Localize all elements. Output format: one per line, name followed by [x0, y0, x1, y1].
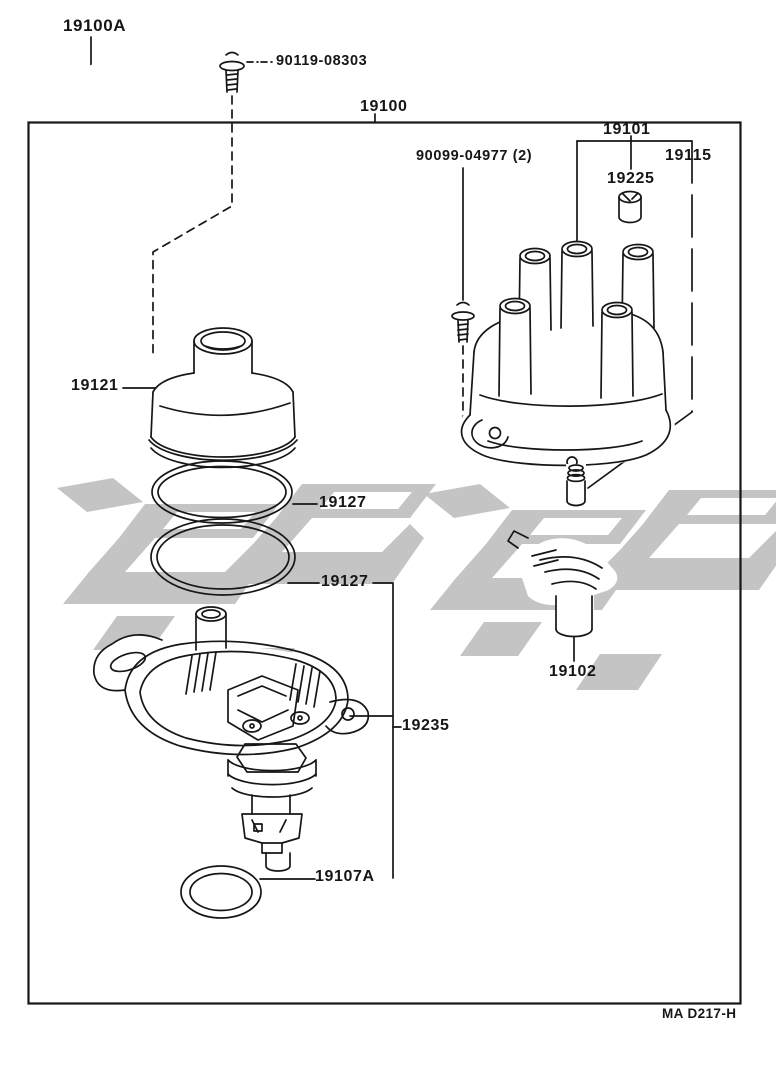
carbon-point-part	[618, 190, 642, 224]
callout-assembly: 19100	[360, 98, 408, 115]
callout-rotor: 19102	[549, 663, 597, 680]
bolt-icon	[219, 51, 273, 93]
figure-code: MA D217-H	[662, 1006, 737, 1021]
callout-shaft-o-ring: 19107A	[315, 868, 375, 885]
bolt-alignment-dashes	[152, 95, 233, 357]
diagram-border	[27, 121, 742, 1005]
callout-body: 19235	[402, 717, 450, 734]
callout-cap-screws: 90099-04977 (2)	[416, 148, 533, 164]
o-ring-upper-part	[151, 460, 318, 524]
callout-label-plate: 19100A	[63, 16, 127, 35]
callout-carbon-point: 19225	[607, 170, 655, 187]
callout-o-ring-upper: 19127	[319, 494, 367, 511]
rotor-part	[507, 530, 618, 662]
group-bracket	[372, 582, 402, 879]
callout-cap: 19101	[603, 121, 651, 138]
shaft-o-ring-part	[180, 865, 316, 919]
dust-cover-part	[122, 327, 298, 469]
callout-cap-sub: 19115	[665, 147, 712, 164]
callout-dust-cover: 19121	[71, 377, 119, 394]
label-plate-part	[63, 36, 117, 100]
distributor-body-part	[92, 606, 394, 872]
cap-center-contact	[566, 464, 586, 507]
callout-o-ring-lower: 19127	[321, 573, 369, 590]
distributor-cap-part	[460, 240, 675, 470]
callout-bolt: 90119-08303	[276, 53, 368, 69]
o-ring-lower-part	[150, 518, 320, 596]
